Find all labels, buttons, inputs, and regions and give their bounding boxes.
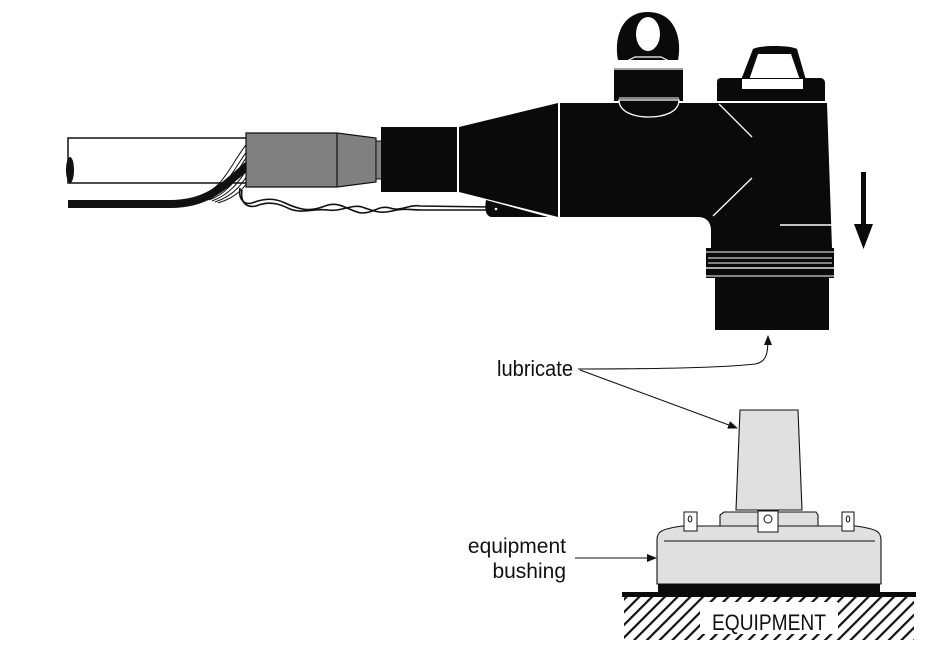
test-point-cap xyxy=(717,46,825,101)
equipment-label: EQUIPMENT xyxy=(712,610,826,635)
lubricate-callout: lubricate xyxy=(497,335,772,429)
equipment-bushing-callout: equipment bushing xyxy=(468,535,657,583)
neutral-wires xyxy=(199,139,253,204)
elbow-connector-body xyxy=(381,103,834,330)
install-direction-arrow-icon xyxy=(854,172,873,249)
equipment-bushing-label-line1: equipment xyxy=(468,535,566,558)
equipment-bushing-label-line2: bushing xyxy=(492,560,566,583)
drain-wire-tab xyxy=(485,200,548,217)
cable-adapter-sleeve xyxy=(245,132,383,188)
equipment-ground: EQUIPMENT xyxy=(622,592,916,640)
equipment-bushing xyxy=(656,409,882,592)
pulling-eye xyxy=(614,12,683,118)
drain-wire xyxy=(238,187,491,214)
cable xyxy=(66,137,253,208)
lubricate-label: lubricate xyxy=(497,356,573,381)
bushing-bracket xyxy=(683,510,855,533)
